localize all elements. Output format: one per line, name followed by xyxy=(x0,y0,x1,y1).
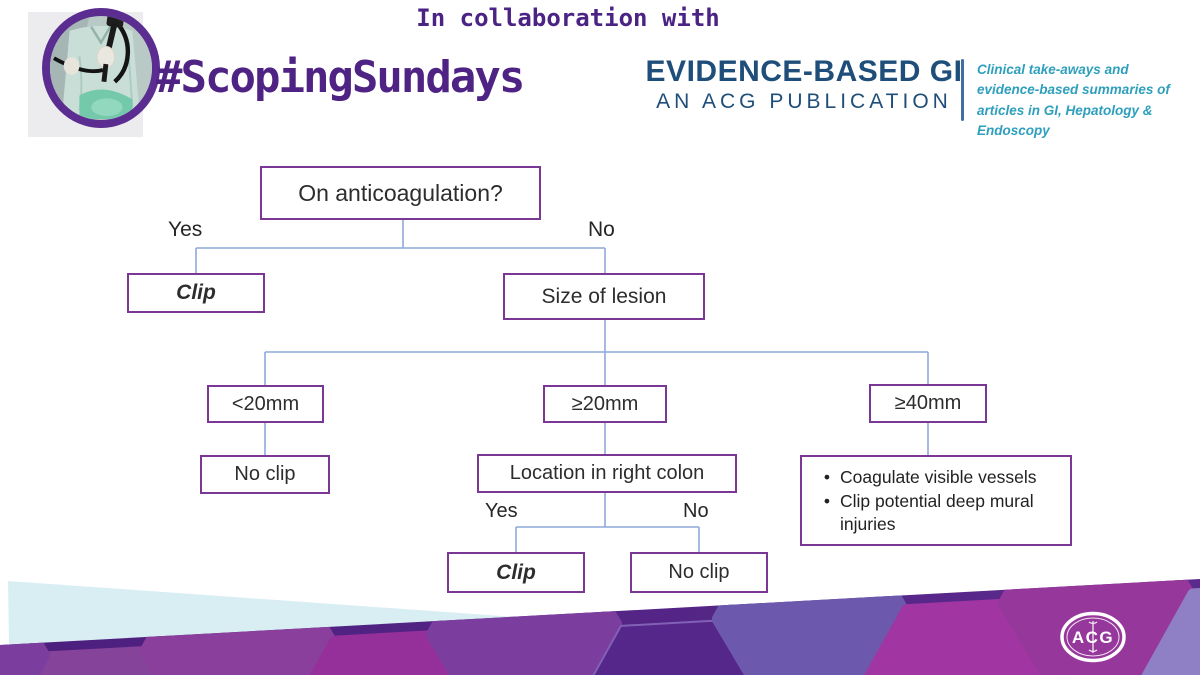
node-no-clip-small: No clip xyxy=(200,455,330,494)
edge-label-yes-right-colon: Yes xyxy=(485,500,518,522)
bullet-item: • Clip potential deep mural injuries xyxy=(814,490,1062,537)
collaboration-caption: In collaboration with xyxy=(416,4,720,32)
node-clip-right-colon: Clip xyxy=(447,552,585,593)
bullet-text-clip-deep-mural: Clip potential deep mural injuries xyxy=(840,490,1034,535)
ebgi-title: EVIDENCE-BASED GI xyxy=(645,55,963,88)
tagline-line-3: articles in GI, Hepatology & Endoscopy xyxy=(977,102,1153,138)
avatar xyxy=(42,8,160,128)
bullet-marker: • xyxy=(823,490,831,511)
tagline-line-1: Clinical take-aways and xyxy=(977,62,1129,77)
node-location-right-colon: Location in right colon xyxy=(477,454,737,493)
ebgi-tagline: Clinical take-aways and evidence-based s… xyxy=(977,60,1200,141)
node-40mm-recommendations: • Coagulate visible vessels • Clip poten… xyxy=(800,455,1072,546)
bullet-marker: • xyxy=(823,467,831,487)
node-size-of-lesion: Size of lesion xyxy=(503,273,705,320)
ebgi-subtitle: AN ACG PUBLICATION xyxy=(656,90,952,113)
node-40mm-or-more: ≥40mm xyxy=(869,384,987,423)
edge-label-yes-anticoag: Yes xyxy=(168,218,203,241)
tagline-line-2: evidence-based summaries of xyxy=(977,82,1170,98)
logo-divider-line xyxy=(961,59,964,121)
bullet-text-coagulate: Coagulate visible vessels xyxy=(840,467,1037,487)
acg-logo: ACG xyxy=(1060,611,1126,663)
node-20mm-or-more: ≥20mm xyxy=(543,385,667,423)
node-clip-anticoag: Clip xyxy=(127,273,265,313)
teal-wedge-shape xyxy=(8,581,516,645)
footer-hexagon-band: ACG xyxy=(0,579,1200,675)
edge-label-no-right-colon: No xyxy=(683,500,709,522)
node-under-20mm: <20mm xyxy=(207,385,324,423)
edge-label-no-anticoag: No xyxy=(588,218,615,241)
node-no-clip-not-right-colon: No clip xyxy=(630,552,768,593)
evidence-based-gi-logo: EVIDENCE-BASED GI AN ACG PUBLICATION xyxy=(645,55,963,114)
node-on-anticoagulation: On anticoagulation? xyxy=(260,166,541,220)
scoping-sundays-wordmark: #ScopingSundays xyxy=(156,52,525,103)
bullet-item: • Coagulate visible vessels xyxy=(814,466,1062,490)
caduceus-icon xyxy=(1088,621,1098,653)
endoscopist-photo-illustration xyxy=(50,16,152,120)
acg-logo-text: ACG xyxy=(1072,628,1114,647)
